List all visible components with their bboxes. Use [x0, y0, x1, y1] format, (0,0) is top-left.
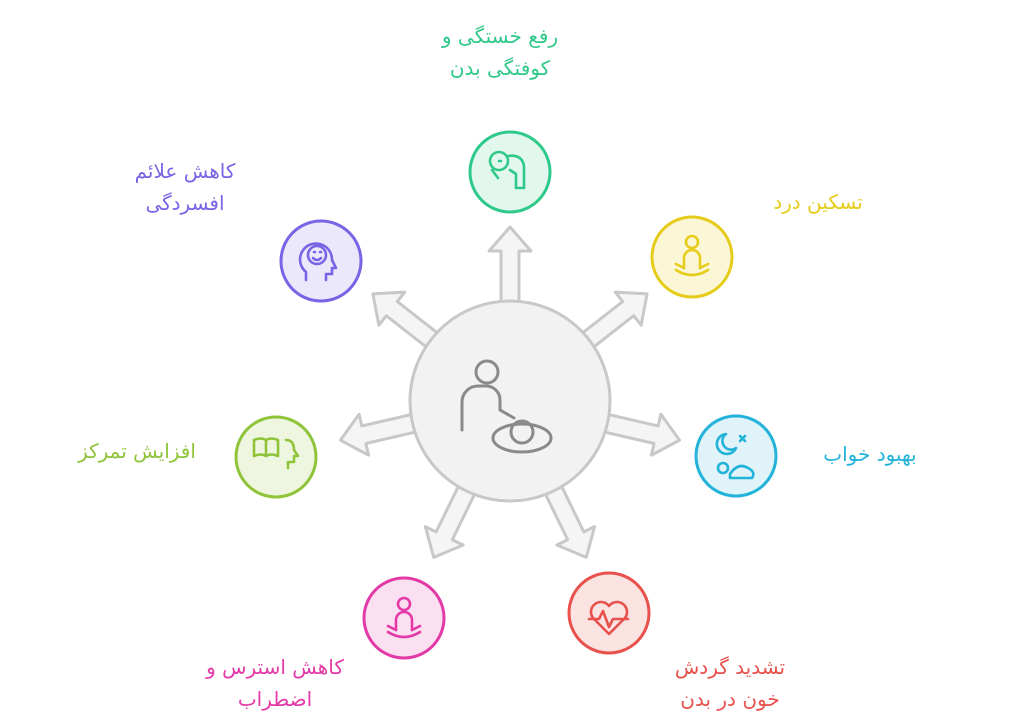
node-stress	[362, 576, 446, 660]
center-hub	[408, 299, 612, 503]
label-fatigue-line-1: رفع خستگی و	[441, 24, 559, 48]
happy-head-icon	[298, 242, 338, 282]
label-focus: افزایش تمرکز	[78, 435, 196, 467]
label-stress-line-2: اضطراب	[237, 687, 313, 711]
node-fatigue	[468, 130, 552, 214]
sleeping-moon-icon	[715, 432, 755, 480]
calm-person-icon	[386, 596, 422, 639]
mother-massaging-baby-icon	[460, 359, 553, 454]
label-circulation-line-2: خون در بدن	[680, 687, 780, 711]
label-focus-line-1: افزایش تمرکز	[78, 439, 196, 463]
label-depression: کاهش علائم افسردگی	[135, 155, 236, 219]
label-circulation: تشدید گردش خون در بدن	[675, 651, 785, 715]
node-focus	[234, 415, 318, 499]
arrow-fatigue	[487, 225, 533, 313]
node-pain	[650, 215, 734, 299]
heartbeat-icon	[587, 600, 630, 636]
label-stress: کاهش استرس و اضطراب	[206, 651, 344, 715]
label-depression-line-1: کاهش علائم	[134, 159, 236, 183]
label-pain: تسکین درد	[773, 186, 863, 218]
node-circulation	[567, 571, 651, 655]
label-sleep-line-1: بهبود خواب	[823, 442, 917, 466]
reading-book-icon	[252, 437, 300, 470]
meditating-person-icon	[674, 234, 710, 277]
label-depression-line-2: افسردگی	[145, 191, 225, 215]
massage-hand-icon	[488, 150, 526, 190]
node-depression	[279, 219, 363, 303]
label-stress-line-1: کاهش استرس و	[206, 655, 344, 679]
label-sleep: بهبود خواب	[823, 438, 917, 470]
label-circulation-line-1: تشدید گردش	[674, 655, 786, 679]
node-sleep	[694, 414, 778, 498]
label-fatigue-line-2: کوفتگی بدن	[449, 56, 551, 80]
label-fatigue: رفع خستگی و کوفتگی بدن	[442, 20, 558, 84]
label-pain-line-1: تسکین درد	[773, 190, 863, 214]
